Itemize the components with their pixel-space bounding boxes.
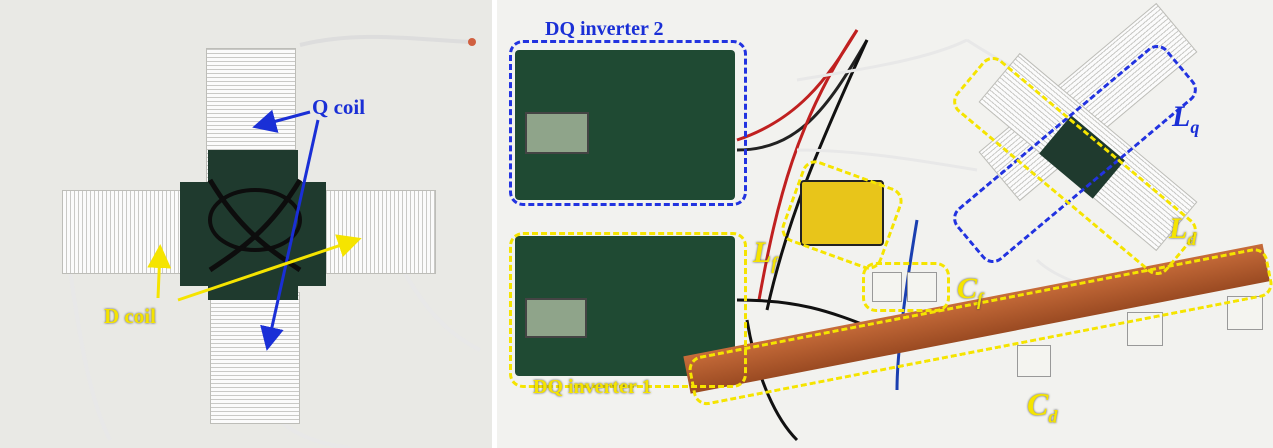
lf-label: Lf (753, 236, 778, 273)
cf-capacitor (907, 272, 937, 302)
cd-capacitor (1127, 312, 1163, 346)
dq-inverter-1-label: DQ inverter 1 (533, 376, 652, 398)
lcd-display (525, 298, 587, 338)
q-coil-label: Q coil (312, 95, 366, 119)
dq-inverter-2-outline (509, 40, 747, 206)
inverter-setup-photo: DQ inverter 2 DQ inverter 1 Lq Ld Lf Cf … (497, 0, 1273, 448)
cf-outline (862, 262, 950, 312)
lcd-display (525, 112, 589, 154)
blue-arrow-icon (252, 109, 311, 133)
cf-label: Cf (957, 272, 984, 309)
cable-wires (68, 34, 481, 448)
dq-coil-photo: Q coil D coil (0, 0, 492, 448)
lq-label: Lq (1172, 100, 1200, 137)
q-coil-bottom (210, 292, 300, 424)
dq-inverter-2-label: DQ inverter 2 (545, 18, 664, 40)
cd-capacitor (1017, 345, 1051, 377)
dq-inverter-1-outline (509, 232, 747, 388)
cf-capacitor (872, 272, 902, 302)
yellow-arrow-icon (147, 244, 172, 299)
cd-label: Cd (1027, 386, 1058, 427)
ld-label: Ld (1169, 212, 1197, 249)
d-coil-label: D coil (104, 304, 156, 328)
yellow-arrow-icon (177, 234, 362, 302)
d-coil-left (62, 190, 186, 274)
annotation-arrows (147, 109, 362, 351)
cd-capacitor (1227, 296, 1263, 330)
blue-arrow-icon (260, 119, 320, 351)
dq-inverter-2-board (515, 50, 735, 200)
lf-inductor (800, 180, 884, 246)
